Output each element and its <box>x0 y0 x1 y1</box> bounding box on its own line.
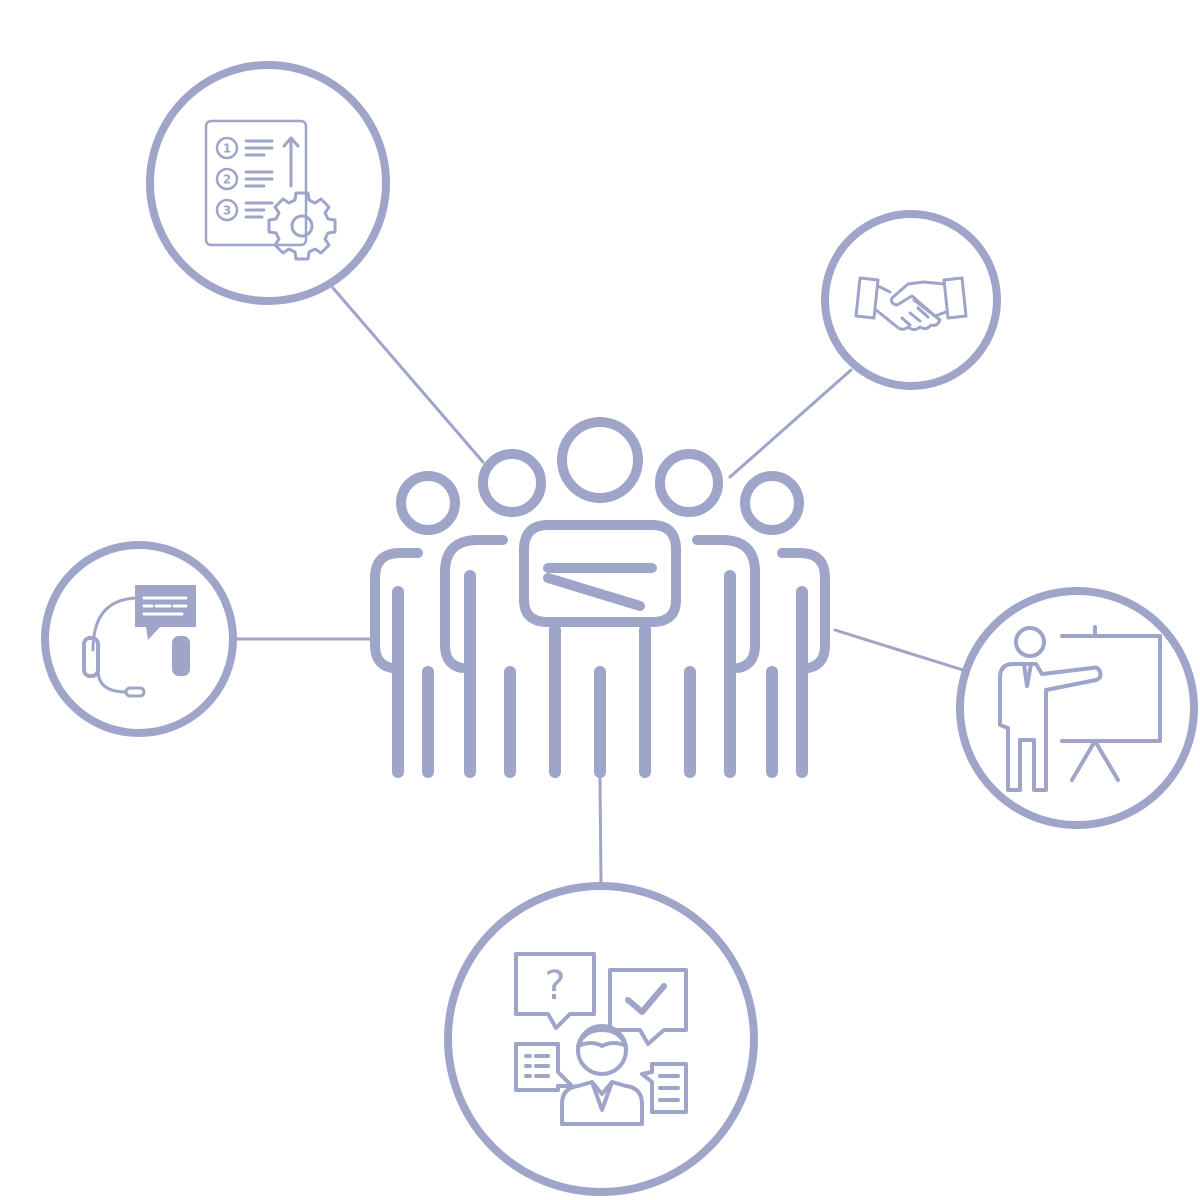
notes-bubble-left <box>514 1042 574 1092</box>
node-circle <box>444 882 758 1196</box>
crossed-arms <box>543 563 657 611</box>
up-arrow-icon <box>282 136 300 188</box>
headset-support-icon <box>82 585 196 698</box>
person-head <box>576 1024 628 1076</box>
numbered-process-gear-icon: 1 2 3 <box>204 119 337 261</box>
head-center <box>557 417 643 503</box>
left-cuff <box>854 276 880 320</box>
check-mark-icon <box>625 983 667 1015</box>
document-outline <box>204 119 308 247</box>
connector-consultation <box>598 776 603 886</box>
person-shoulders <box>560 1080 644 1126</box>
board-stand <box>1070 739 1120 782</box>
connector-process <box>331 286 485 464</box>
number-badge <box>215 167 239 191</box>
node-support <box>41 541 237 737</box>
presenter-body <box>998 662 1103 792</box>
node-circle <box>146 61 390 305</box>
node-consultation: ? <box>444 882 758 1196</box>
right-hand <box>890 280 948 318</box>
person-collar <box>590 1080 614 1112</box>
head-left-outer <box>396 471 460 535</box>
mic-boom <box>96 668 128 694</box>
presentation-board-icon <box>998 625 1162 792</box>
body-right-inner <box>692 535 760 673</box>
left-hand-fingers <box>874 284 942 331</box>
step-number-3: 3 <box>223 204 231 218</box>
step-number-2: 2 <box>223 173 231 187</box>
node-circle <box>41 541 237 737</box>
presenter-head <box>1014 626 1046 658</box>
presenter-tie <box>1022 662 1033 688</box>
connectors <box>235 286 965 886</box>
head-right-outer <box>740 471 804 535</box>
node-circle <box>821 210 1001 390</box>
head-right-inner <box>655 449 723 517</box>
person-hair <box>576 1028 628 1048</box>
handshake-icon <box>854 276 968 331</box>
left-earcup <box>82 636 100 678</box>
step-number-1: 1 <box>223 142 231 156</box>
mic <box>124 686 146 698</box>
right-earcup <box>172 636 190 676</box>
head-left-inner <box>478 449 546 517</box>
board <box>1060 634 1162 743</box>
notes-bubble-right <box>640 1062 688 1114</box>
question-bubble <box>514 952 596 1030</box>
team-group-icon <box>370 417 830 778</box>
node-process: 1 2 3 <box>146 61 390 305</box>
body-left-inner <box>440 535 508 673</box>
body-center <box>519 520 681 627</box>
connector-handshake <box>728 368 853 479</box>
node-handshake <box>821 210 1001 390</box>
node-presentation <box>956 587 1198 829</box>
consultation-chat-icon: ? <box>514 952 688 1126</box>
body-right-outer <box>777 548 830 673</box>
right-cuff <box>942 276 968 320</box>
number-badge <box>215 198 239 222</box>
connector-presentation <box>833 628 965 672</box>
body-left-outer <box>370 548 423 673</box>
list-lines <box>244 139 274 219</box>
gear-icon <box>267 191 337 261</box>
node-circle <box>956 587 1198 829</box>
question-mark: ? <box>544 963 565 1009</box>
number-badge <box>215 136 239 160</box>
